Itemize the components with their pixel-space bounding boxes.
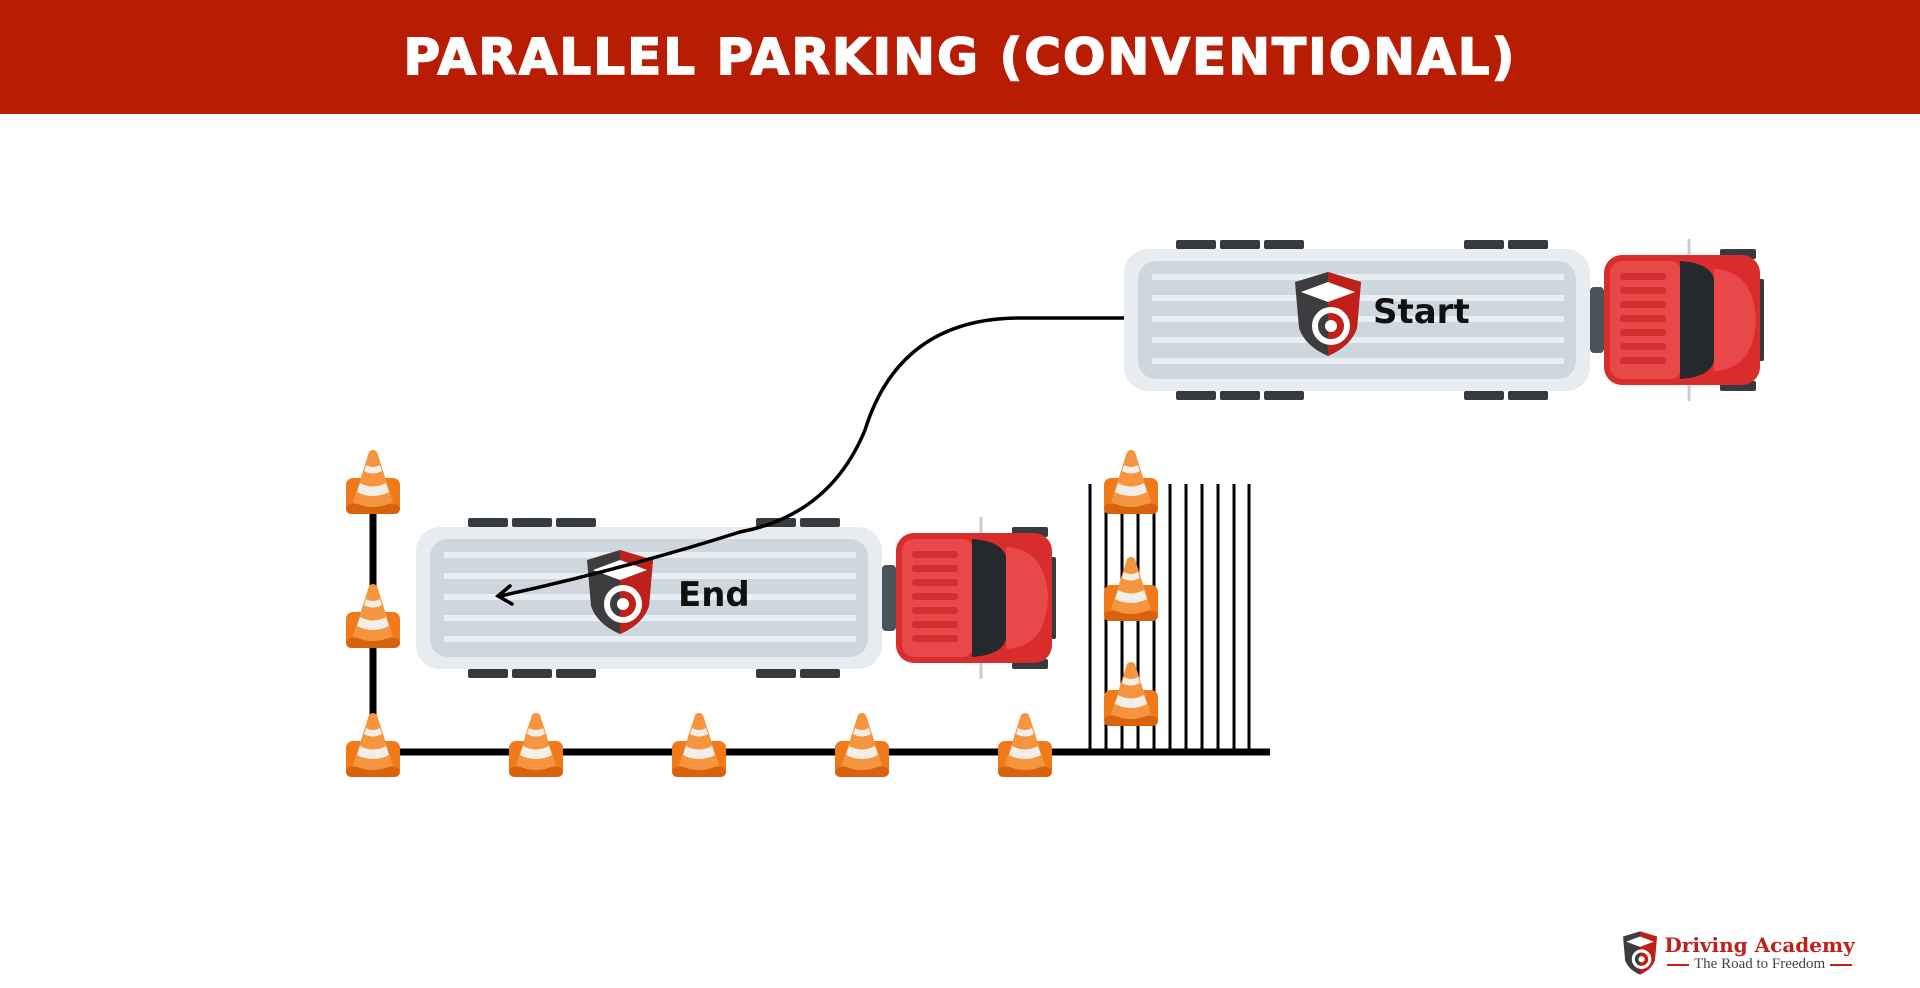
- traffic-cone-icon: [346, 713, 400, 777]
- start-truck: Start: [1124, 239, 1764, 401]
- end-label: End: [678, 575, 750, 615]
- brand-name: Driving Academy: [1664, 933, 1855, 957]
- academy-shield-icon: [1622, 930, 1658, 976]
- traffic-cone-icon: [1104, 450, 1158, 514]
- traffic-cone-icon: [672, 713, 726, 777]
- title-banner: PARALLEL PARKING (CONVENTIONAL): [0, 0, 1920, 114]
- start-label: Start: [1373, 292, 1470, 332]
- traffic-cone-icon: [509, 713, 563, 777]
- arrow-head-icon: [494, 584, 514, 606]
- end-truck: End: [416, 517, 1056, 679]
- traffic-cone-icon: [835, 713, 889, 777]
- traffic-cone-icon: [1104, 662, 1158, 726]
- brand-tagline: The Road to Freedom: [1662, 956, 1857, 972]
- traffic-cone-icon: [998, 713, 1052, 777]
- parking-path: [499, 316, 1124, 598]
- traffic-cone-icon: [346, 584, 400, 648]
- traffic-cone-icon: [1104, 557, 1158, 621]
- traffic-cone-icon: [346, 450, 400, 514]
- page-title: PARALLEL PARKING (CONVENTIONAL): [403, 27, 1517, 87]
- brand-logo: Driving Academy The Road to Freedom: [1622, 930, 1857, 976]
